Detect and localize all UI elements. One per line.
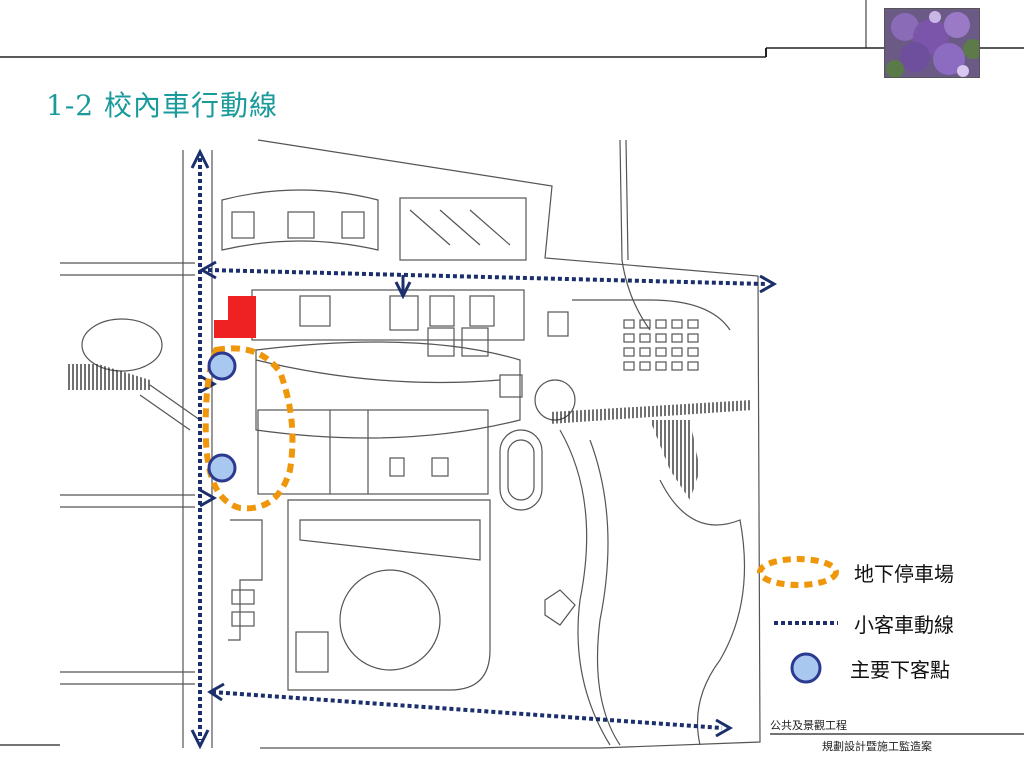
blue-circle-icon (790, 652, 822, 684)
purple-flower-image (885, 9, 979, 77)
legend-label-dropoff: 主要下客點 (850, 658, 950, 682)
dropoff-point-north (207, 351, 237, 381)
navy-dotted-line-icon (774, 621, 838, 625)
legend-label-parking: 地下停車場 (854, 562, 954, 586)
parking-grid (623, 319, 699, 371)
dropoff-point-south (207, 453, 237, 483)
legend-label-car-route: 小客車動線 (854, 613, 954, 637)
underground-parking-outline (202, 345, 296, 512)
route-arrowheads (190, 148, 778, 750)
page-title: 1-2 校內車行動線 (46, 89, 278, 122)
east-plaza (650, 420, 700, 500)
orange-dashed-ellipse-icon (757, 556, 839, 588)
footer-project-line-2: 規劃設計暨施工監造案 (822, 740, 932, 753)
plan-linework (60, 139, 761, 749)
footer-project-line-1: 公共及景觀工程 (770, 719, 847, 732)
red-highlighted-building (214, 296, 256, 338)
car-route-lines (198, 158, 767, 740)
stadium-stands (66, 364, 150, 390)
east-bridge (550, 400, 752, 424)
flower-photo-thumbnail (884, 8, 980, 78)
